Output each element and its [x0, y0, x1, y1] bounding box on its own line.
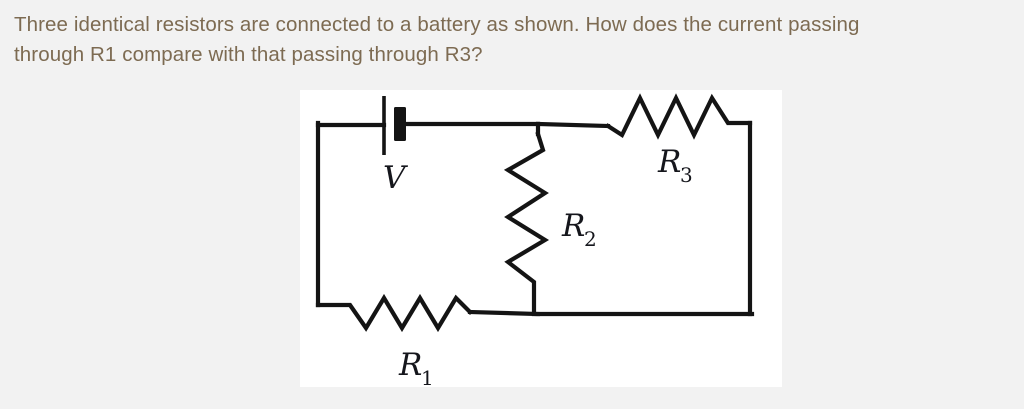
- label-battery-v: V: [383, 160, 409, 196]
- resistor-r2-zigzag: [503, 131, 550, 317]
- question-line-2: through R1 compare with that passing thr…: [14, 43, 483, 66]
- resistor-r3-zigzag: [605, 93, 753, 140]
- label-resistor-r1-base: R: [398, 347, 422, 383]
- resistor-r1-zigzag: [315, 293, 473, 333]
- label-resistor-r2-base: R: [561, 208, 585, 244]
- battery-short-plate: [394, 107, 406, 141]
- label-resistor-r3-base: R: [657, 144, 681, 180]
- label-resistor-r2-sub: 2: [584, 227, 597, 251]
- wire-bottom-middle: [467, 309, 541, 317]
- circuit-diagram-panel: V R 3 R 2 R 1: [300, 90, 782, 387]
- label-resistor-r3-sub: 3: [680, 163, 693, 187]
- question-line-1: Three identical resistors are connected …: [14, 13, 860, 36]
- wire-node-to-r3: [535, 121, 611, 129]
- label-resistor-r1-sub: 1: [421, 366, 434, 387]
- question-text: Three identical resistors are connected …: [14, 10, 1010, 70]
- circuit-diagram-svg: V R 3 R 2 R 1: [315, 93, 755, 387]
